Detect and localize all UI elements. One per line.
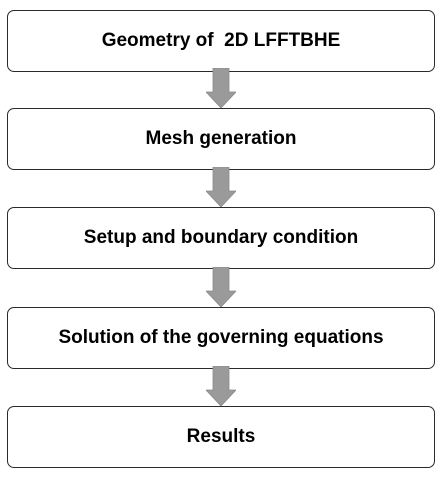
step-solution-label: Solution of the governing equations — [58, 327, 384, 348]
down-arrow-icon — [206, 68, 236, 108]
down-arrow-icon — [206, 167, 236, 207]
step-mesh-box: Mesh generation — [7, 108, 435, 170]
down-arrow-icon — [206, 366, 236, 406]
step-setup-box: Setup and boundary condition — [7, 207, 435, 269]
down-arrow-icon — [206, 267, 236, 307]
step-geometry-box: Geometry of 2D LFFTBHE — [7, 10, 435, 72]
step-setup-label: Setup and boundary condition — [83, 227, 359, 248]
step-results-label: Results — [186, 426, 256, 447]
step-solution-box: Solution of the governing equations — [7, 307, 435, 369]
step-results-box: Results — [7, 406, 435, 468]
step-geometry-label: Geometry of 2D LFFTBHE — [101, 30, 341, 51]
step-mesh-label: Mesh generation — [145, 128, 297, 149]
